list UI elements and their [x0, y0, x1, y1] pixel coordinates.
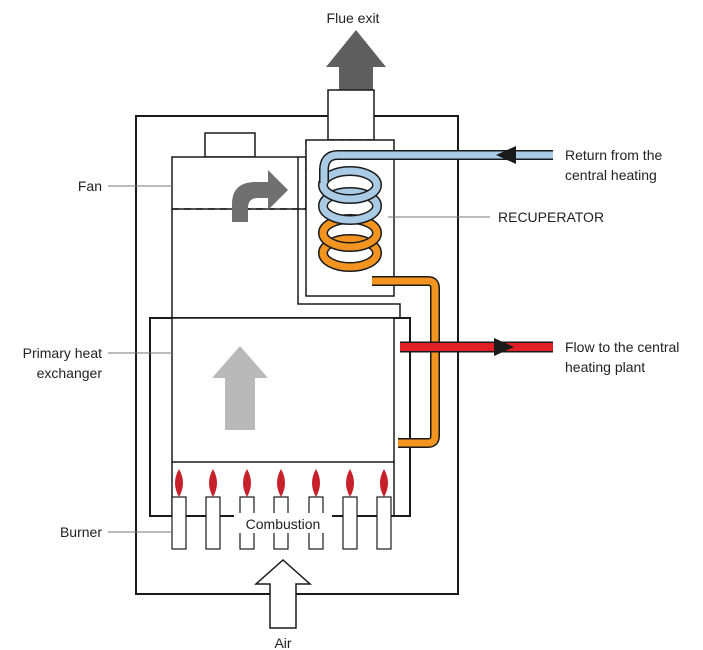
burner-label: Burner — [60, 524, 102, 540]
primary-label-line2: exchanger — [37, 365, 103, 381]
recuperator-return-pipe-fill — [372, 277, 439, 447]
flame — [243, 469, 251, 497]
flame — [277, 469, 285, 497]
fan-curved-arrow — [232, 170, 288, 222]
fan-label: Fan — [78, 178, 102, 194]
flow-label-line1: Flow to the central — [565, 339, 679, 355]
return-label-line1: Return from the — [565, 147, 662, 163]
air-intake-arrow — [254, 558, 312, 629]
recuperator-label: RECUPERATOR — [498, 209, 604, 225]
recuperator-duct — [297, 157, 401, 318]
burner-jet — [205, 496, 221, 550]
return-pipe-fill — [320, 151, 553, 183]
flue-collar — [327, 89, 375, 141]
fan-motor — [204, 132, 256, 158]
boiler-casing — [135, 115, 459, 595]
flow-label-line2: heating plant — [565, 359, 645, 375]
flue-exit-arrow — [326, 30, 386, 101]
flow-direction-arrow — [494, 338, 514, 356]
return-label-line2: central heating — [565, 167, 657, 183]
flame — [209, 469, 217, 497]
flame — [175, 469, 183, 497]
primary-heat-exchanger-inner — [171, 317, 395, 463]
flame — [312, 469, 320, 497]
return-direction-arrow — [496, 146, 516, 164]
burner-jet — [342, 496, 358, 550]
recuperator-coil — [318, 166, 382, 272]
flame — [380, 469, 388, 497]
burner-jet — [376, 496, 392, 550]
combustion-label: Combustion — [246, 516, 321, 532]
flame-row — [175, 469, 388, 497]
burner-jet — [171, 496, 187, 550]
flue-exit-label: Flue exit — [327, 10, 380, 26]
combustion-label-bg — [234, 513, 332, 533]
primary-label-line1: Primary heat — [23, 345, 102, 361]
air-label: Air — [274, 635, 291, 650]
heat-rising-arrow — [212, 346, 268, 430]
flame — [346, 469, 354, 497]
